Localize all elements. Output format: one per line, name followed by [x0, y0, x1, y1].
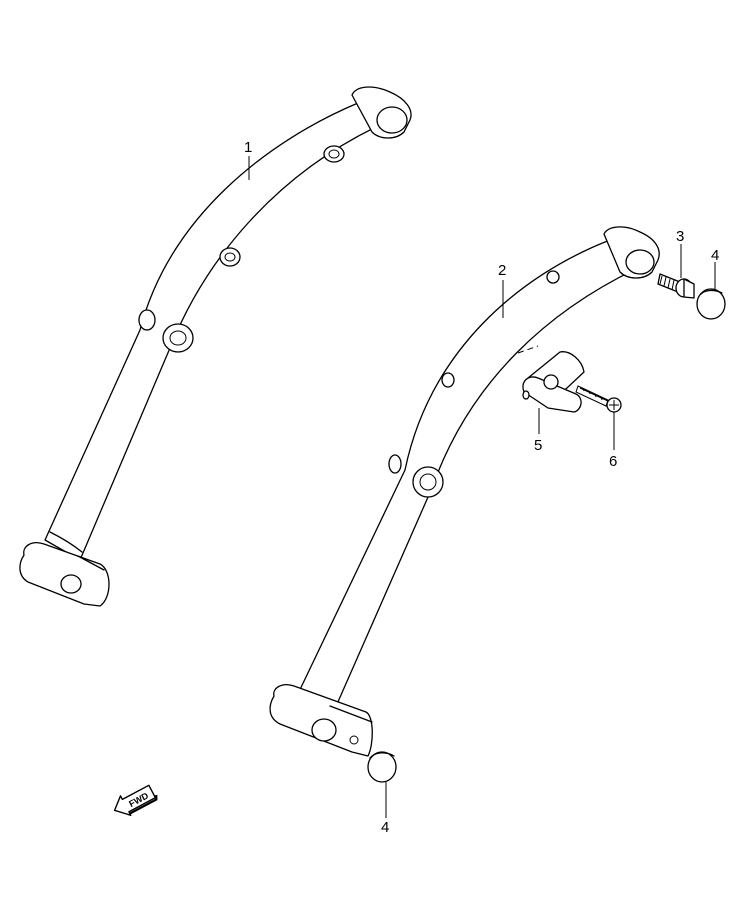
label-part-5: 5: [534, 437, 542, 454]
label-part-4-top: 4: [711, 247, 719, 264]
label-part-4-bottom: 4: [381, 819, 389, 836]
bracket: [522, 351, 585, 413]
fwd-arrow: FWD: [113, 784, 158, 816]
screw: [575, 385, 622, 413]
label-part-3: 3: [676, 228, 684, 245]
bolt: [657, 273, 695, 299]
label-part-1: 1: [244, 139, 252, 156]
end-cap-bottom: [367, 751, 397, 783]
grab-rail-left: [19, 86, 412, 607]
arrow-icon: [113, 784, 157, 816]
leader-lines: [248, 156, 716, 818]
label-part-6: 6: [609, 453, 617, 470]
label-part-2: 2: [498, 262, 506, 279]
end-cap-top: [696, 288, 726, 320]
grab-rail-right: [269, 226, 660, 757]
